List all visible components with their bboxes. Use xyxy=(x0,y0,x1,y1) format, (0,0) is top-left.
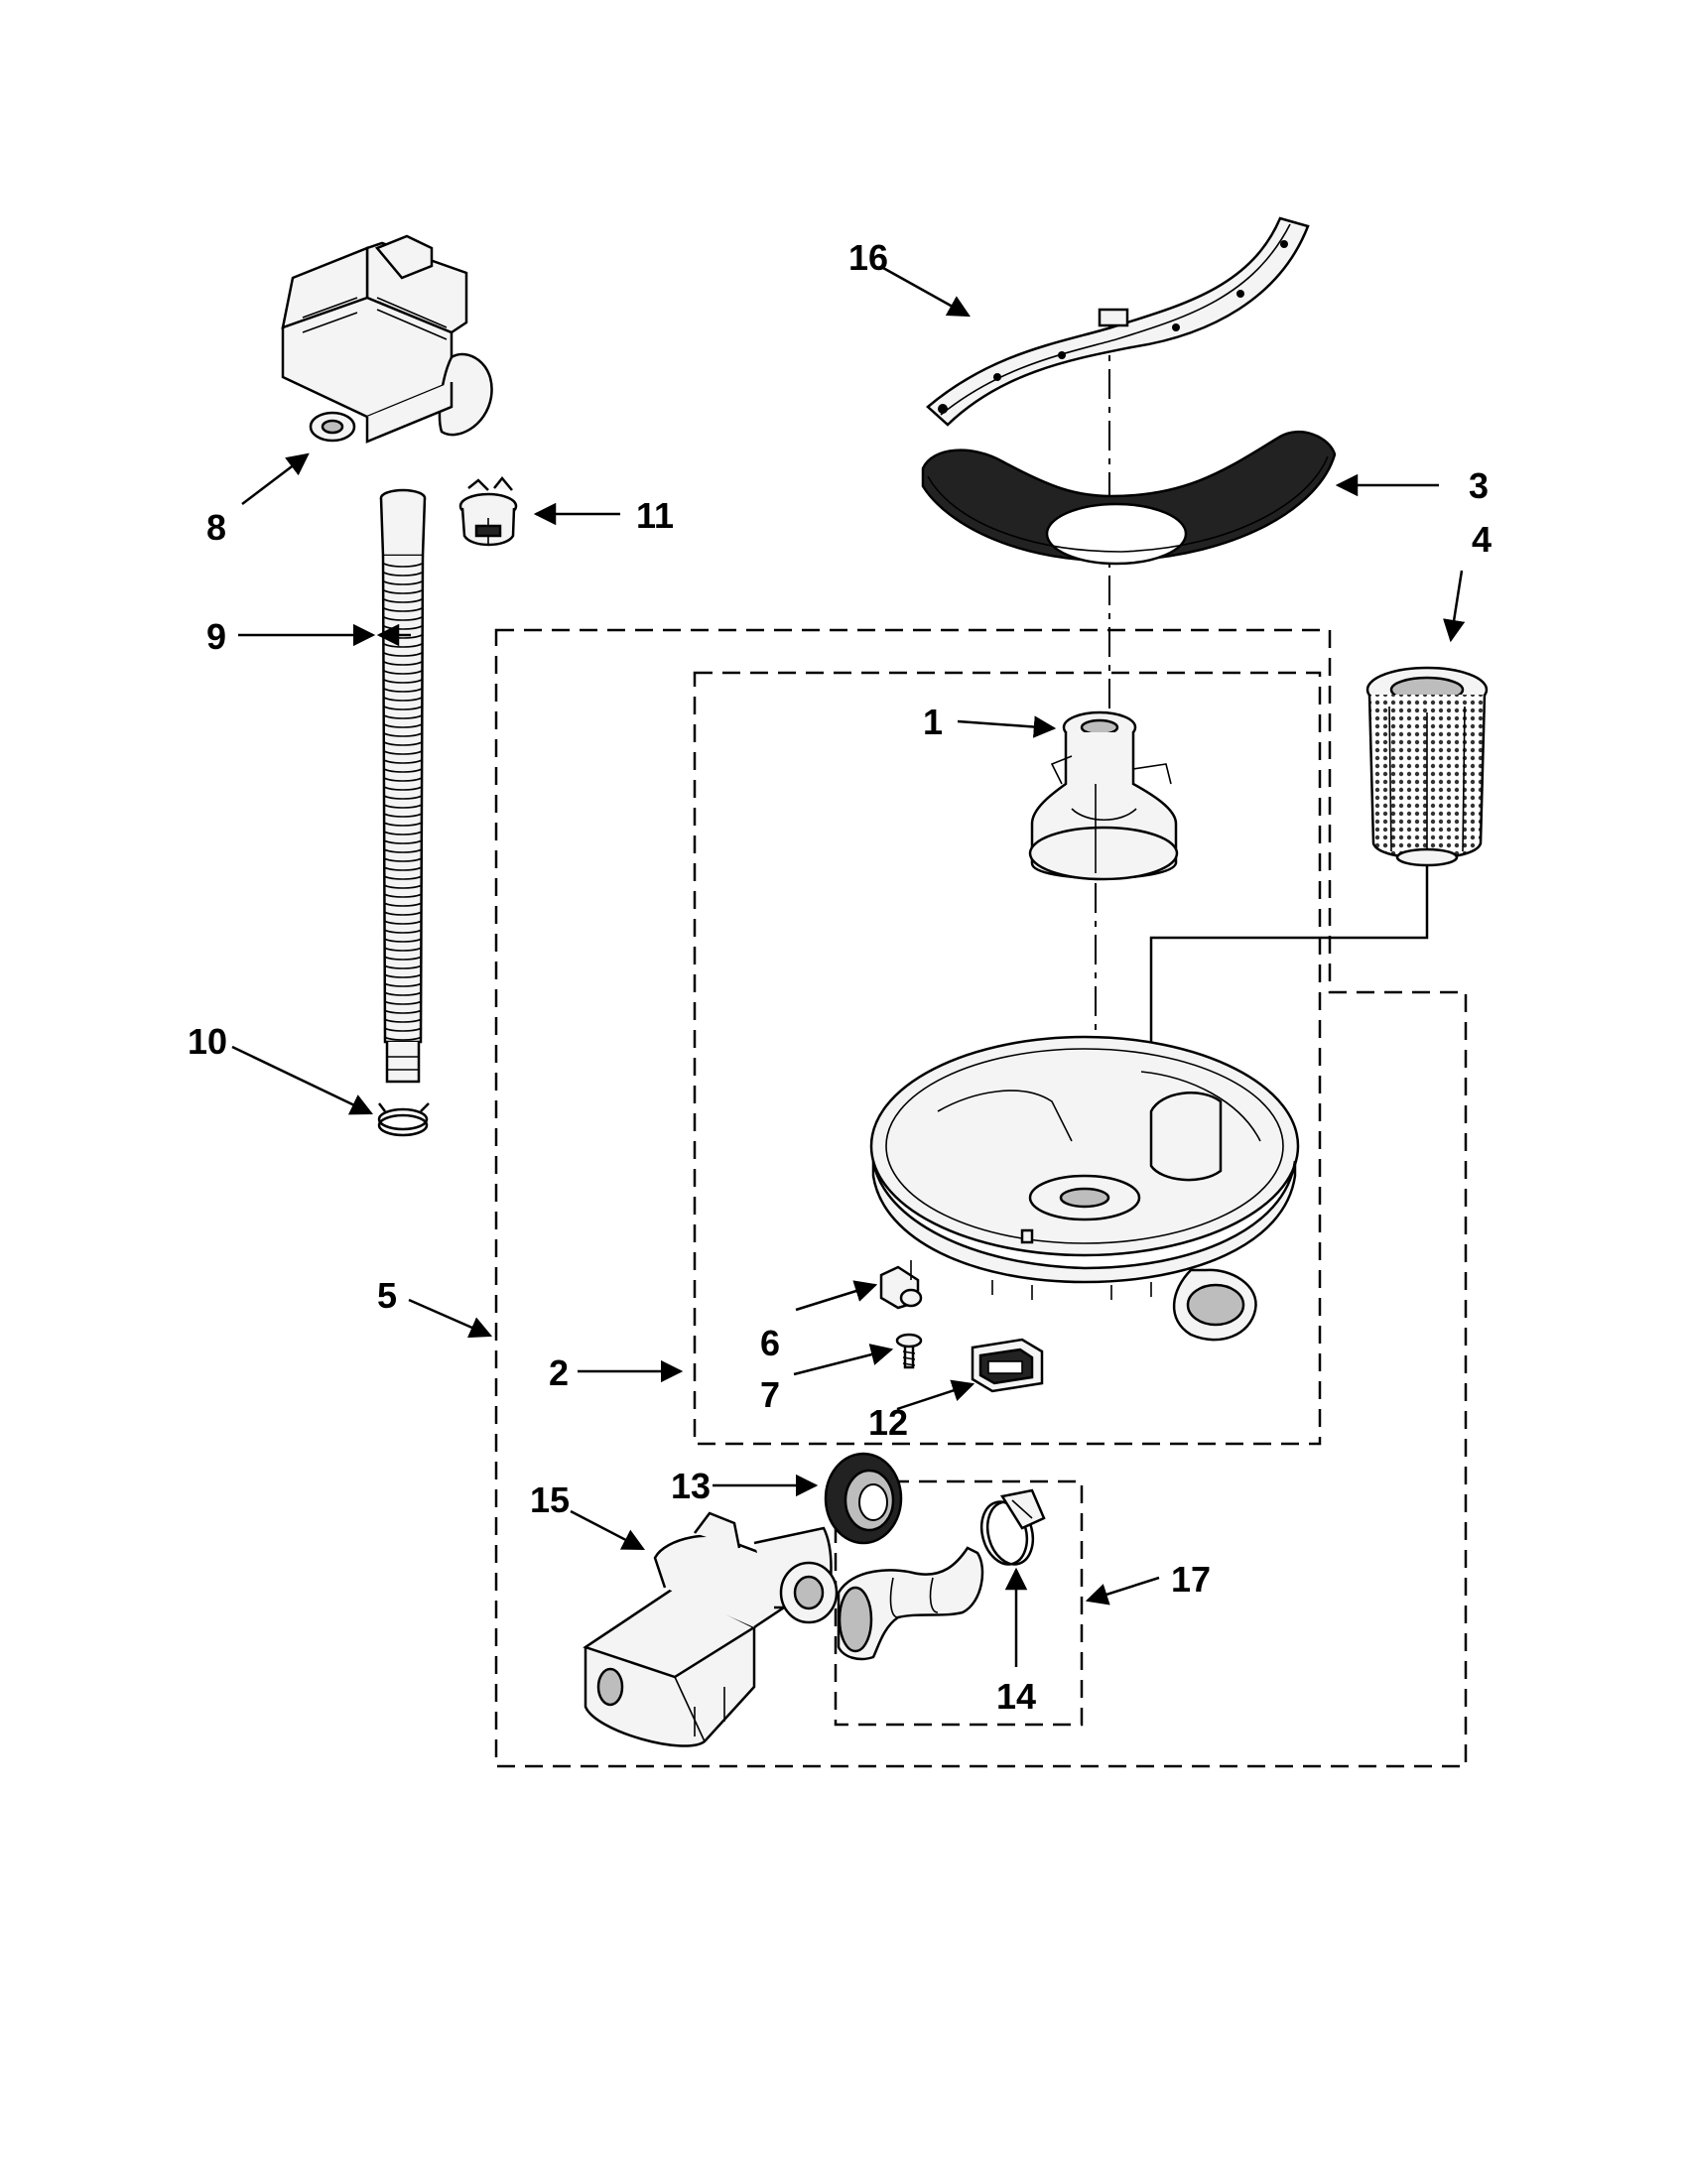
hose-rib xyxy=(383,1027,423,1032)
filter-cartridge xyxy=(1365,666,1489,867)
fine-filter-plate xyxy=(921,431,1337,566)
hose-clamp xyxy=(377,1102,430,1137)
hose-rib xyxy=(383,804,423,809)
hose-rib xyxy=(383,563,423,568)
hose-rib xyxy=(383,759,423,764)
callout-9: 9 xyxy=(206,616,226,657)
hose-rib xyxy=(383,714,423,719)
hose-rib xyxy=(383,991,423,996)
hose-rib xyxy=(383,732,423,737)
hose-rib xyxy=(383,697,423,702)
circulation-pump xyxy=(583,1511,839,1747)
hose-rib xyxy=(383,866,423,871)
drain-hose xyxy=(379,488,427,1084)
assembly-17-boundary xyxy=(834,1479,1084,1727)
callout-2: 2 xyxy=(549,1352,569,1393)
leader-arrows xyxy=(231,266,1466,1667)
hose-rib xyxy=(383,670,423,675)
hose-rib xyxy=(383,786,423,791)
hose-rib xyxy=(383,973,423,978)
hose-rib xyxy=(383,831,423,835)
callout-14: 14 xyxy=(996,1676,1036,1717)
wire-connector xyxy=(971,1338,1044,1393)
assembly-5-boundary xyxy=(494,628,1468,1768)
hose-rib xyxy=(383,580,423,585)
hose-rib xyxy=(383,982,423,987)
callout-6: 6 xyxy=(760,1323,780,1363)
hose-rib xyxy=(383,938,423,943)
hose-rib xyxy=(383,839,423,844)
hose-rib xyxy=(383,902,423,907)
hose-rib xyxy=(383,920,423,925)
callout-1: 1 xyxy=(923,702,943,742)
hose-rib xyxy=(383,848,423,853)
hose-rib xyxy=(383,956,423,961)
hose-rib xyxy=(383,947,423,952)
hose-rib xyxy=(383,875,423,880)
check-valve xyxy=(458,476,518,547)
turbidity-sensor xyxy=(879,1260,923,1310)
hose-rib xyxy=(383,964,423,969)
hose-rib xyxy=(383,741,423,746)
hose-rib xyxy=(383,893,423,898)
diverter-motor xyxy=(281,234,493,444)
callout-16: 16 xyxy=(848,237,888,278)
hose-rib xyxy=(383,616,423,621)
hose-rib xyxy=(383,777,423,782)
callout-7: 7 xyxy=(760,1374,780,1415)
hose-rib xyxy=(383,768,423,773)
callout-12: 12 xyxy=(868,1402,908,1443)
hose-rib xyxy=(383,706,423,710)
callout-11: 11 xyxy=(636,495,674,536)
hose-rib xyxy=(383,723,423,728)
hose-rib xyxy=(383,652,423,657)
hose-rib xyxy=(383,822,423,827)
lower-spray-arm xyxy=(926,216,1310,427)
seal-ring xyxy=(824,1452,903,1545)
callout-15: 15 xyxy=(530,1479,570,1520)
callout-4: 4 xyxy=(1472,519,1492,560)
hose-rib xyxy=(383,884,423,889)
callout-10: 10 xyxy=(188,1021,227,1062)
hose-rib xyxy=(383,598,423,603)
hose-rib xyxy=(383,813,423,818)
hose-rib xyxy=(383,661,423,666)
callout-5: 5 xyxy=(377,1275,397,1316)
hose-rib xyxy=(383,750,423,755)
hose-rib xyxy=(383,1009,423,1014)
elbow-hose xyxy=(837,1546,984,1661)
hose-rib xyxy=(383,911,423,916)
callout-8: 8 xyxy=(206,507,226,548)
screw xyxy=(895,1333,923,1369)
hose-rib xyxy=(383,572,423,577)
wash-manifold xyxy=(1028,710,1179,881)
hose-rib xyxy=(383,1000,423,1005)
hose-rib xyxy=(383,1036,423,1041)
hose-rib xyxy=(383,679,423,684)
callout-17: 17 xyxy=(1171,1559,1211,1600)
hose-rib xyxy=(383,607,423,612)
hose-rib xyxy=(383,688,423,693)
callout-13: 13 xyxy=(671,1466,711,1506)
hose-rib xyxy=(383,929,423,934)
hose-clamp-17 xyxy=(979,1488,1046,1566)
sump-basin xyxy=(869,1035,1300,1342)
callout-3: 3 xyxy=(1469,465,1489,506)
hose-rib xyxy=(383,857,423,862)
hose-rib xyxy=(383,795,423,800)
hose-rib xyxy=(383,589,423,594)
assembly-2-boundary xyxy=(693,671,1322,1446)
hose-rib xyxy=(383,1018,423,1023)
